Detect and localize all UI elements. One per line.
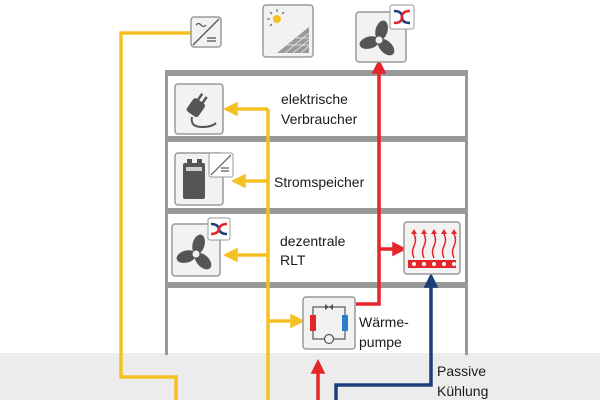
building-frame	[165, 70, 468, 355]
floor-slab-2	[165, 208, 468, 214]
heat-lines	[310, 59, 407, 400]
plug-icon	[174, 83, 224, 135]
floor-slab-1	[165, 136, 468, 142]
label-heatpump-line2: pumpe	[359, 334, 402, 350]
label-rlt-line1: dezentrale	[280, 233, 346, 249]
heat-pump-icon	[302, 296, 356, 350]
label-storage: Stromspeicher	[274, 174, 365, 190]
label-cooling-line1: Passive	[437, 363, 486, 379]
label-consumers-line1: elektrische	[281, 91, 348, 107]
roof-slab	[165, 70, 468, 76]
inverter-icon	[190, 16, 222, 48]
fan-heat-recovery-icon	[171, 217, 231, 277]
pv-feed-line	[119, 31, 192, 400]
ground-area	[0, 353, 600, 400]
left-column	[165, 70, 168, 355]
floor-slab-3	[165, 282, 468, 288]
heatpump-to-roof-line	[356, 59, 387, 306]
electricity-lines	[119, 31, 305, 400]
battery-icon	[174, 152, 234, 206]
fan-exhaust-icon	[355, 4, 415, 63]
label-rlt-line2: RLT	[280, 252, 306, 268]
label-cooling-line2: Kühlung	[437, 383, 488, 399]
label-consumers-line2: Verbraucher	[281, 111, 358, 127]
solar-panel-icon	[262, 4, 314, 58]
label-heatpump-line1: Wärme-	[359, 314, 409, 330]
right-column	[465, 70, 468, 355]
passive-cooling-line	[334, 273, 439, 400]
radiant-heating-icon	[403, 221, 461, 275]
